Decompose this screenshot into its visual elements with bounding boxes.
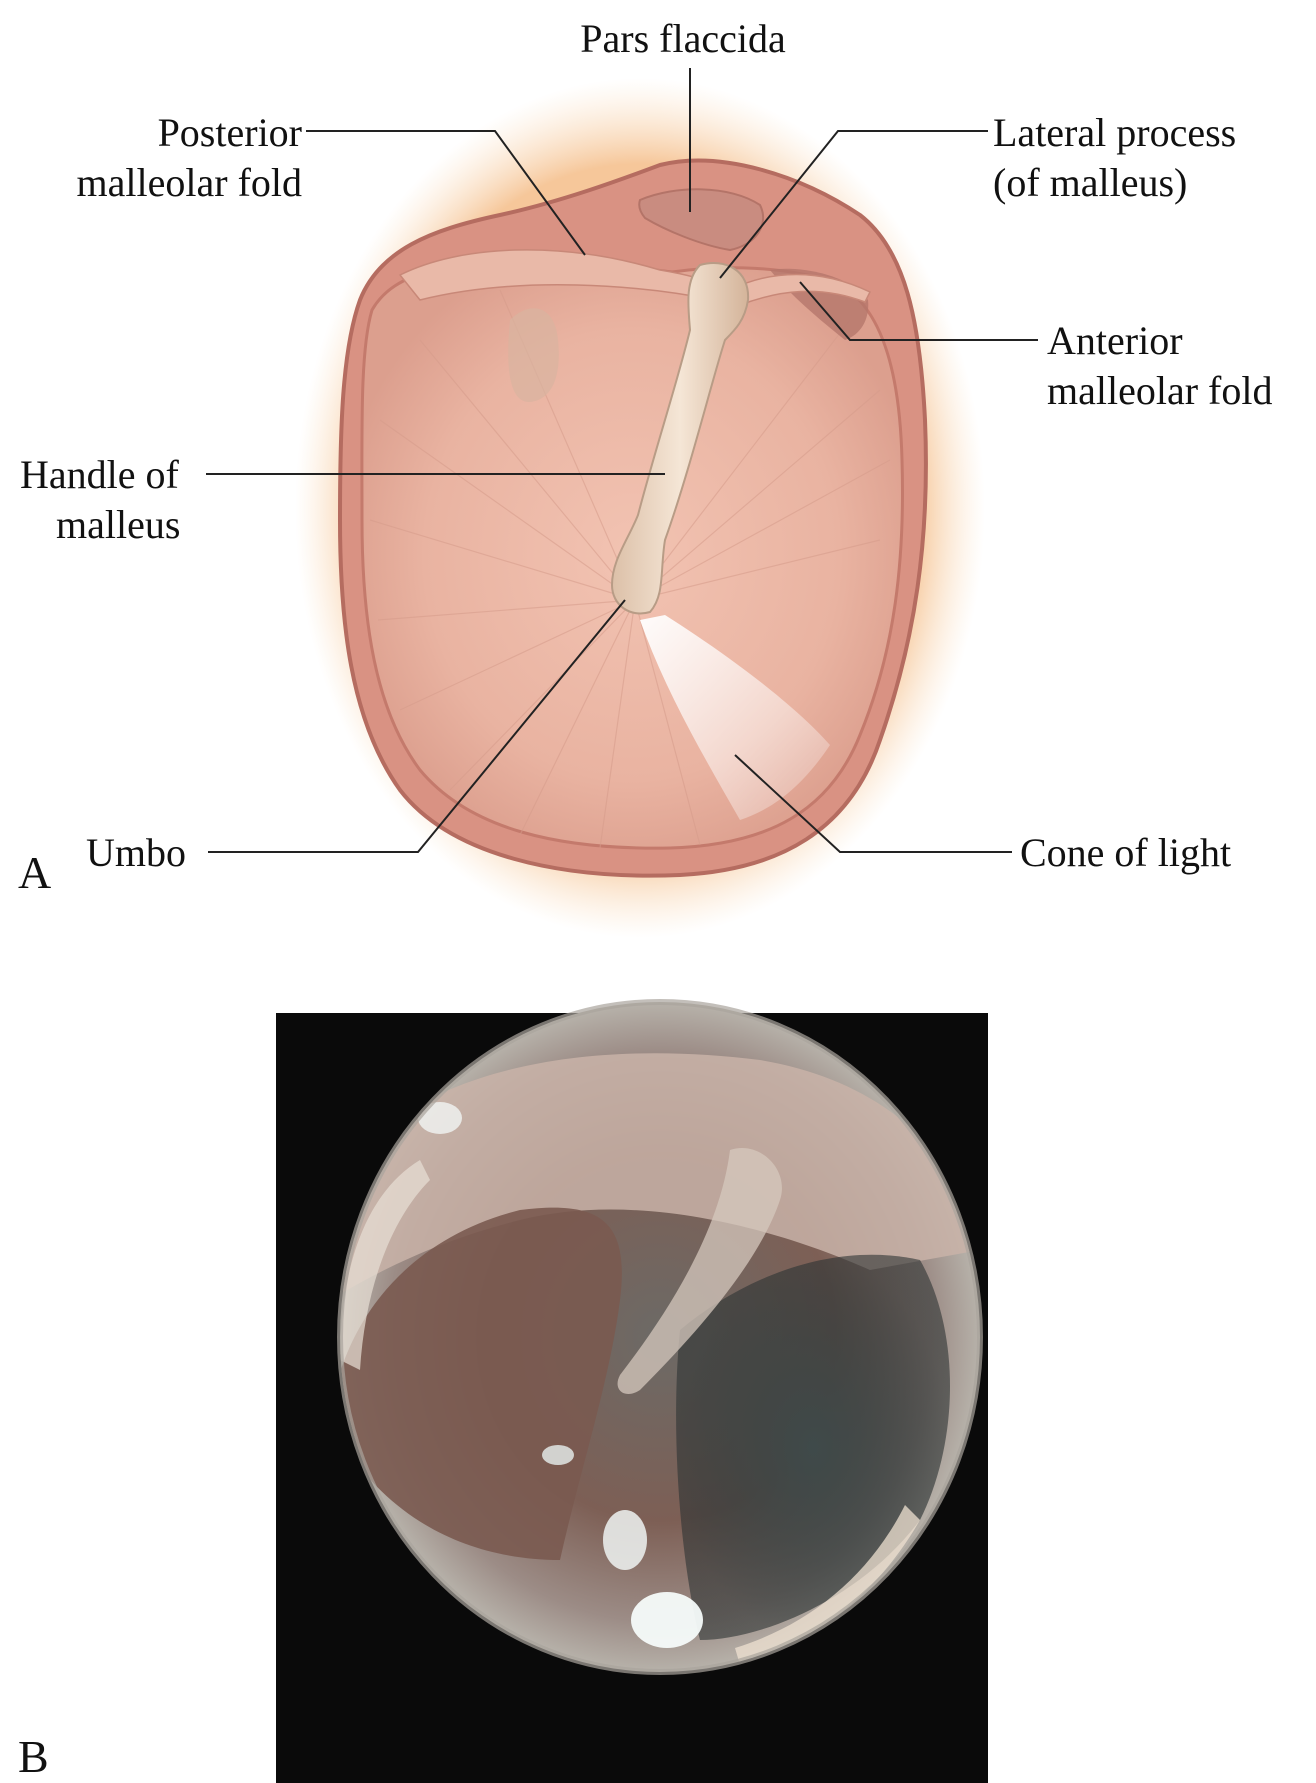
- photo-reflex-small: [542, 1445, 574, 1465]
- label-cone-of-light: Cone of light: [1020, 830, 1231, 875]
- photo-light-reflex-upper: [603, 1510, 647, 1570]
- label-posterior-fold-line1: Posterior: [158, 110, 302, 155]
- label-handle-line1: Handle of: [20, 452, 180, 497]
- label-handle-line2: malleus: [56, 502, 180, 547]
- label-anterior-fold-line1: Anterior: [1047, 318, 1183, 363]
- panel-letter-a: A: [18, 847, 51, 898]
- label-pars-flaccida: Pars flaccida: [580, 16, 786, 61]
- label-umbo: Umbo: [86, 830, 186, 875]
- photo-light-reflex-lower: [631, 1592, 703, 1648]
- panel-b-photo: B: [18, 1002, 988, 1783]
- label-anterior-fold-line2: malleolar fold: [1047, 368, 1272, 413]
- panel-a-drawing: [295, 78, 985, 938]
- label-lateral-process-line2: (of malleus): [993, 160, 1187, 205]
- panel-letter-b: B: [18, 1731, 49, 1782]
- label-posterior-fold-line2: malleolar fold: [77, 160, 302, 205]
- label-lateral-process-line1: Lateral process: [993, 110, 1236, 155]
- membrane-pale-patch: [508, 308, 559, 402]
